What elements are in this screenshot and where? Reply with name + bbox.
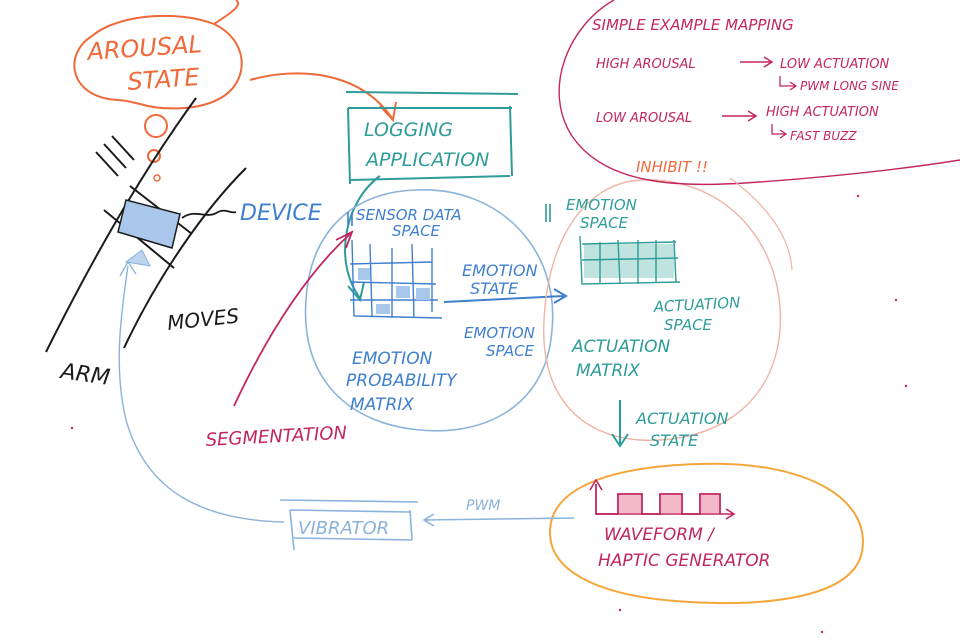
logging-box-outline <box>345 91 519 185</box>
actuation-space-label-1: ACTUATION <box>652 293 740 316</box>
emotion-space-left-label-2: SPACE <box>486 342 535 360</box>
inhibit-curve <box>729 177 793 271</box>
marker-dots <box>70 194 908 634</box>
right-circle <box>543 179 782 441</box>
wave-time-axis <box>596 508 736 520</box>
pwm-arrow <box>422 513 575 527</box>
waveform-label-2: HAPTIC GENERATOR <box>598 551 771 571</box>
emotion-space-right-label-1: EMOTION <box>566 196 637 214</box>
mapping-row2-left: LOW AROUSAL <box>596 111 692 126</box>
mapping-row2-arrow <box>722 110 758 122</box>
arm-sketch: ARM MOVES DEVICE <box>45 97 322 391</box>
arousal-cloud-tail <box>213 0 240 25</box>
square-wave <box>595 484 721 515</box>
device-wire <box>181 209 237 219</box>
vibrator-feedback-arrowhead <box>119 260 137 277</box>
logging-label-2: APPLICATION <box>364 149 489 171</box>
actuation-state-label-2: STATE <box>650 431 699 450</box>
example-mapping-section: SIMPLE EXAMPLE MAPPING HIGH AROUSAL LOW … <box>558 0 960 186</box>
emotion-matrix-label-3: MATRIX <box>350 395 414 415</box>
arousal-cloud-outline <box>73 14 243 110</box>
vibrator-label: VIBRATOR <box>298 518 389 539</box>
inhibit-label: INHIBIT !! <box>636 158 708 176</box>
actuation-matrix-label-1: ACTUATION <box>571 337 670 357</box>
wave-axis-arrowhead <box>589 478 603 491</box>
mapping-outline <box>558 0 960 186</box>
logging-to-sensor-arrow <box>344 175 381 299</box>
actuation-grid <box>579 235 681 285</box>
segmentation-curve <box>233 233 351 407</box>
device-body <box>117 199 181 249</box>
pwm-label: PWM <box>466 498 500 514</box>
emotion-space-right-label-2: SPACE <box>580 214 629 232</box>
left-circle <box>304 189 554 432</box>
segmentation-arrowhead <box>335 230 354 249</box>
thought-bubble-2 <box>147 149 161 163</box>
emotion-probability-section: SENSOR DATA SPACE EMOTION STATE EMOTION … <box>304 189 568 432</box>
moves-label: MOVES <box>166 304 240 335</box>
logging-application-box: LOGGING APPLICATION <box>344 91 519 303</box>
mapping-row1-right: LOW ACTUATION <box>780 57 889 72</box>
mapping-row2-right: HIGH ACTUATION <box>766 105 879 120</box>
mapping-row2-sub-arrow <box>771 124 788 139</box>
arm-stroke-top-2 <box>103 143 127 169</box>
emotion-state-arrow-label-2: STATE <box>470 279 519 298</box>
emotion-state-arrow <box>443 295 565 303</box>
arm-label: ARM <box>57 359 111 391</box>
arm-shade <box>124 249 151 267</box>
emotion-space-left-label-1: EMOTION <box>464 324 535 342</box>
sensor-data-label-2: SPACE <box>392 222 441 240</box>
emotion-matrix-label-2: PROBABILITY <box>346 371 458 391</box>
mapping-row1-left: HIGH AROUSAL <box>596 57 696 72</box>
thought-bubble-1 <box>144 114 168 138</box>
arm-outline-right <box>123 167 247 349</box>
vibrator-section: PWM VIBRATOR <box>118 260 575 551</box>
mapping-row1-sub-arrow <box>779 76 798 91</box>
mapping-row1-arrow <box>740 56 774 68</box>
waveform-ellipse <box>548 462 864 604</box>
arm-stroke-top-1 <box>95 151 119 177</box>
arousal-to-logging-arrowhead <box>379 101 397 123</box>
thought-bubble-3 <box>153 174 161 182</box>
device-label: DEVICE <box>240 201 322 226</box>
arousal-to-logging-arrow <box>249 72 393 119</box>
sensor-axis-marks <box>347 212 353 226</box>
actuation-matrix-label-2: MATRIX <box>576 361 640 381</box>
arousal-label-2: STATE <box>126 63 201 96</box>
segmentation-label: SEGMENTATION <box>205 423 347 451</box>
emotion-state-arrowhead <box>553 288 568 304</box>
logging-label-1: LOGGING <box>364 119 453 141</box>
emotion-matrix-label-1: EMOTION <box>352 349 433 369</box>
actuation-state-label-1: ACTUATION <box>635 409 728 428</box>
arm-outline-left <box>45 97 197 353</box>
waveform-generator-section: WAVEFORM / HAPTIC GENERATOR <box>548 462 864 604</box>
segmentation-group: SEGMENTATION <box>205 230 354 451</box>
mapping-row1-sub: PWM LONG SINE <box>800 79 899 93</box>
arm-stroke-top-3 <box>111 135 135 161</box>
waveform-label-1: WAVEFORM / <box>604 525 716 545</box>
emotion-state-arrow-label-1: EMOTION <box>462 261 538 280</box>
mapping-row2-sub: FAST BUZZ <box>790 129 857 143</box>
emotion-space-right-marks <box>545 204 551 222</box>
square-wave-fills <box>619 495 719 513</box>
sensor-grid <box>349 239 443 319</box>
arousal-state-bubble: AROUSAL STATE <box>73 0 397 182</box>
vibrator-box <box>279 499 419 551</box>
inhibit-group: INHIBIT !! <box>636 158 793 271</box>
sensor-data-label-1: SENSOR DATA <box>356 206 462 224</box>
mapping-title: SIMPLE EXAMPLE MAPPING <box>592 16 794 34</box>
arousal-label-1: AROUSAL <box>84 30 202 66</box>
actuation-state-arrowhead <box>611 433 629 448</box>
actuation-space-label-2: SPACE <box>664 316 713 334</box>
actuation-section: EMOTION SPACE ACTUATION SPACE ACTUATION … <box>543 179 782 450</box>
vibrator-feedback-curve <box>118 265 285 523</box>
